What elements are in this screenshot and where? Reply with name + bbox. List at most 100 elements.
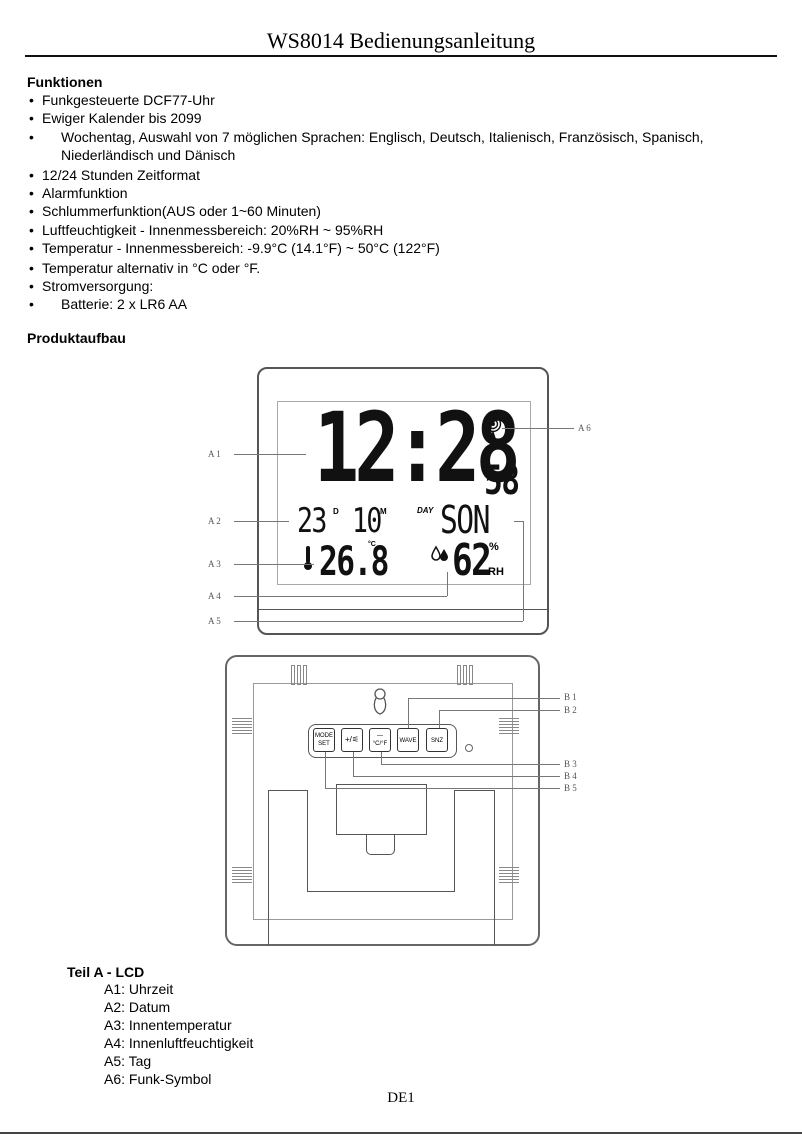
footer-rule (0, 1132, 802, 1134)
callout-line-b4-v (353, 752, 354, 777)
callout-line-b4 (353, 776, 560, 777)
thermometer-icon (304, 546, 312, 570)
lcd-time: 12:28 (314, 392, 521, 504)
callout-a3: A 3 (208, 559, 221, 569)
legend-item: A2: Datum (104, 999, 171, 1015)
legend-item: A6: Funk-Symbol (104, 1071, 212, 1087)
feature-item: Ewiger Kalender bis 2099 (27, 109, 777, 128)
callout-line-b5-v (325, 752, 326, 788)
legend-item: A1: Uhrzeit (104, 981, 174, 997)
wave-label: WAVE (399, 738, 417, 744)
device-front-housing (257, 367, 549, 635)
reset-hole (465, 744, 473, 752)
lcd-screen (277, 401, 531, 585)
lcd-date-month: 10 (352, 501, 382, 541)
callout-a6: A 6 (578, 423, 591, 433)
callout-a1: A 1 (208, 449, 221, 459)
callout-line-b3-v (381, 752, 382, 764)
mode-set-button[interactable]: MODE SET (313, 728, 335, 752)
month-marker: M (380, 507, 387, 516)
feature-item: Alarmfunktion (27, 184, 777, 203)
callout-line-b1-v (408, 698, 409, 728)
plus-label: +/ (344, 735, 352, 744)
snz-label: SNZ (431, 738, 443, 744)
legend-item: A4: Innenluftfeuchtigkeit (104, 1035, 254, 1051)
vent-right-lower (499, 867, 519, 885)
humidity-rh: RH (488, 566, 504, 578)
vent-top-right (457, 665, 475, 692)
features-heading: Funktionen (27, 74, 103, 90)
feature-item: Batterie: 2 x LR6 AA (27, 295, 777, 314)
feature-item: Schlummerfunktion(AUS oder 1~60 Minuten) (27, 202, 777, 221)
mode-label: MODE (315, 733, 333, 739)
lcd-date-day: 23 (297, 501, 327, 541)
snooze-button[interactable]: SNZ (426, 728, 448, 752)
callout-b3: B 3 (564, 759, 577, 769)
lcd-temperature: 26.8 (319, 539, 389, 585)
temperature-unit: °C (368, 541, 376, 548)
feature-item: Luftfeuchtigkeit - Innenmessbereich: 20%… (27, 221, 777, 240)
humidity-drops-icon (431, 545, 448, 561)
feature-item: 12/24 Stunden Zeitformat (27, 166, 777, 185)
day-label: DAY (417, 506, 434, 515)
callout-line-a3 (234, 564, 314, 565)
humidity-percent: % (489, 541, 499, 553)
device-back-housing (225, 655, 540, 946)
vent-left-upper (232, 718, 252, 736)
document-title: WS8014 Bedienungsanleitung (266, 28, 536, 53)
legend-heading: Teil A - LCD (67, 964, 145, 980)
callout-line-b1 (408, 698, 560, 699)
callout-line-b5 (325, 788, 560, 789)
legend-item: A5: Tag (104, 1053, 152, 1069)
alarm-icon: ⚟ (351, 735, 360, 744)
callout-line-b3 (381, 764, 560, 765)
callout-b1: B 1 (564, 692, 577, 702)
housing-bottom-bar (259, 609, 547, 610)
feature-item: Temperatur alternativ in °C oder °F. (27, 259, 777, 278)
back-inner-frame (253, 683, 513, 920)
lcd-seconds: 58 (484, 458, 520, 504)
callout-line-a5-v (523, 521, 524, 621)
callout-line-b2 (439, 710, 560, 711)
battery-compartment (336, 784, 427, 835)
callout-a4: A 4 (208, 591, 221, 601)
lcd-weekday: SON (440, 498, 490, 542)
callout-a5: A 5 (208, 616, 221, 626)
callout-line-a5-h (514, 521, 523, 522)
vent-right-upper (499, 718, 519, 736)
feature-item: Temperatur - Innenmessbereich: -9.9°C (1… (27, 239, 777, 258)
day-marker: D (333, 507, 339, 516)
wave-button[interactable]: WAVE (397, 728, 419, 752)
unit-toggle-label: °C/°F (372, 741, 388, 747)
minus-label: — (377, 733, 383, 739)
vent-left-lower (232, 867, 252, 885)
legend-item: A3: Innentemperatur (104, 1017, 232, 1033)
callout-b2: B 2 (564, 705, 577, 715)
feature-item: Wochentag, Auswahl von 7 möglichen Sprac… (27, 128, 777, 165)
callout-a2: A 2 (208, 516, 221, 526)
lcd-humidity: 62 (452, 535, 492, 586)
feature-item: Funkgesteuerte DCF77-Uhr (27, 91, 777, 110)
callout-line-a4-v (447, 572, 448, 596)
feature-item: Stromversorgung: (27, 277, 777, 296)
callout-line-a1 (234, 454, 306, 455)
title-rule (25, 55, 777, 57)
callout-line-b2-v (439, 710, 440, 728)
vent-top-left (291, 665, 309, 692)
set-label: SET (318, 741, 330, 747)
radio-signal-icon (484, 415, 502, 439)
button-panel (308, 724, 457, 758)
minus-unit-button[interactable]: — °C/°F (369, 728, 391, 752)
product-heading: Produktaufbau (27, 330, 126, 346)
callout-line-a5 (234, 621, 523, 622)
callout-line-a2 (234, 521, 289, 522)
keyhole-mount-icon (373, 688, 387, 715)
legend-list: A1: Uhrzeit A2: Datum A3: Innentemperatu… (104, 980, 253, 1088)
battery-latch (366, 835, 395, 855)
plus-alarm-button[interactable]: +/⚟ (341, 728, 363, 752)
callout-line-a4 (234, 596, 447, 597)
callout-b4: B 4 (564, 771, 577, 781)
callout-line-a6 (502, 428, 574, 429)
features-list: Funkgesteuerte DCF77-Uhr Ewiger Kalender… (27, 91, 777, 314)
page-number: DE1 (387, 1090, 415, 1106)
